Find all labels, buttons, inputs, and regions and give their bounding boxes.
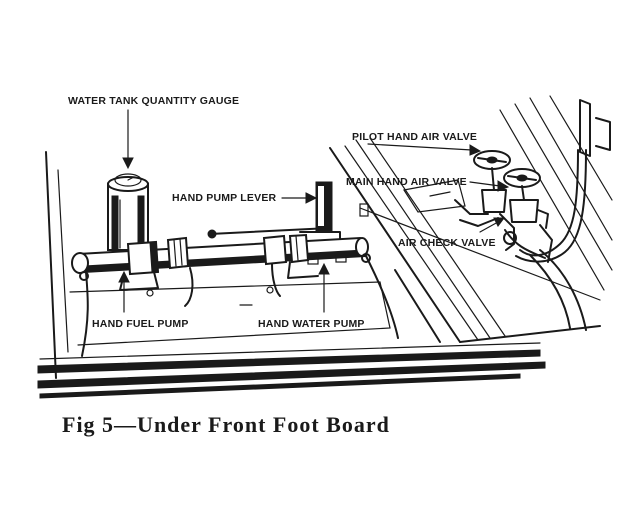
frame-back-line [499,109,605,291]
lever-highlight [318,186,324,226]
label-pilot-hand-air-valve: PILOT HAND AIR VALVE [352,131,477,143]
fuel-pump-collar-shade [149,241,159,273]
right-bracket [579,99,591,157]
floor-band-top [37,349,541,374]
pump-upper-rod [209,227,331,235]
air-tube-fitting [539,224,553,263]
panel-bolt [146,289,154,297]
valve-mount-plate [403,179,466,213]
figure-caption: Fig 5—Under Front Foot Board [62,412,390,437]
label-water-tank-gauge: WATER TANK QUANTITY GAUGE [68,95,239,107]
water-pump-collar [262,234,288,266]
valve-mount-slot [429,191,451,197]
frame-diagonal-4 [369,137,506,337]
pump-assembly [71,227,399,357]
label-hand-pump-lever: HAND PUMP LEVER [172,192,277,204]
pilot-valve-leader-line [367,143,473,151]
lower-panel-outline [69,281,391,346]
label-hand-fuel-pump: HAND FUEL PUMP [92,318,189,330]
gauge-shadow-left [111,195,119,251]
frame-diagonal-3 [355,139,491,339]
water-pump-leader-arrow [318,262,330,275]
frame-bottom-line [459,325,601,343]
right-frame [329,95,613,343]
air-tube-lower-2 [529,254,571,329]
frame-diagonal-2 [344,145,479,341]
main-valve-outlet [537,209,549,229]
pump-end-cap-left [71,252,89,274]
frame-diagonal-1 [329,147,461,343]
main-valve-spoke [507,175,537,181]
pump-bracket [335,255,347,263]
gauge-leader-arrow [122,157,134,170]
frame-shelf-line [359,207,601,301]
leader-lines [118,109,510,313]
water-pump-foot [287,261,319,279]
panel-bolt [266,286,274,294]
water-pump-nut-detail [295,235,299,261]
main-valve-stem [521,185,525,201]
pipe-fitting [361,253,371,263]
pilot-valve-body [481,189,507,213]
main-valve-leader-line [469,181,501,187]
pilot-valve-leader-arrow [469,144,482,156]
main-valve-body [509,199,539,223]
fuel-pump-leader-arrow [118,270,130,283]
pipe-fitting [79,271,89,281]
pilot-valve-stem [491,167,495,191]
fuel-pump-nut [166,236,190,270]
water-pipe-down [271,263,281,297]
floor-band-middle [37,361,546,389]
air-check-leader-line [479,221,499,233]
gauge-dial [114,173,142,187]
air-tube-upper [519,149,579,257]
pump-rod-end [207,229,217,239]
air-tube-upper-outer [515,149,587,263]
frame-back-line [514,103,613,271]
frame-diagonal-5 [394,269,441,343]
right-bracket-detail [595,117,611,151]
fuel-pump-nut-detail [173,239,177,267]
gauge-rim [107,176,149,192]
main-valve-leader-arrow [497,180,510,192]
gauge-needle [127,176,135,181]
labels: WATER TANK QUANTITY GAUGE HAND PUMP LEVE… [68,95,496,330]
left-support-inner-line [57,169,69,353]
water-tank-quantity-gauge [107,173,149,251]
pump-bracket [307,257,319,265]
water-pipe-right [365,255,399,339]
fuel-pipe-down [184,267,194,307]
fuel-pump-nut-detail [179,238,183,266]
label-hand-water-pump: HAND WATER PUMP [258,318,365,330]
air-check-leader-arrow [493,217,505,227]
air-check-pipe-2 [459,217,499,227]
floor-band-bottom [39,373,521,399]
floor-structure [37,151,546,399]
label-air-check-valve: AIR CHECK VALVE [398,237,496,249]
air-tube-lower [539,249,587,331]
air-check-pipe-1 [454,199,489,215]
left-support-line [45,151,57,379]
air-check-valve [403,179,517,251]
frame-clip [359,203,369,217]
lever-leader-arrow [305,192,318,204]
air-check-fitting [503,231,517,245]
air-check-body [499,213,515,251]
gauge-shadow-right [137,195,145,251]
water-pump-nut [288,233,310,264]
main-hand-air-valve [503,168,549,229]
fuel-pipe-down-left [81,271,89,357]
label-main-hand-air-valve: MAIN HAND AIR VALVE [346,176,467,188]
frame-back-line [529,97,613,241]
pilot-valve-spoke [477,157,507,163]
floor-edge-line [39,342,541,360]
